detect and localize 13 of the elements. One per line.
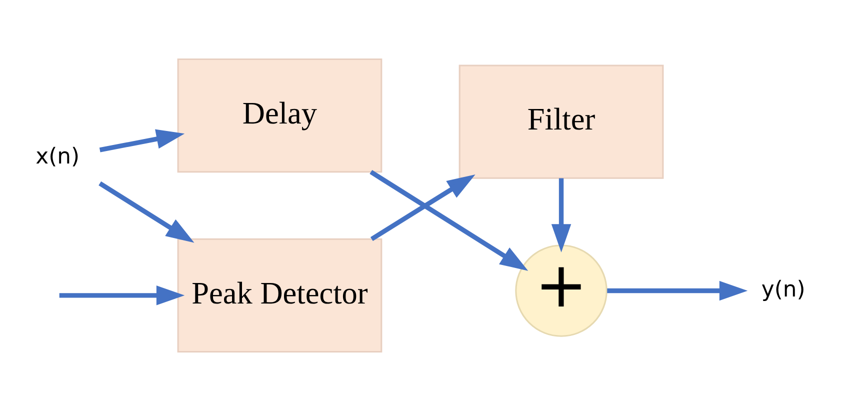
arrow	[607, 280, 748, 300]
arrow	[59, 285, 185, 305]
node-text: x(n)	[36, 144, 80, 170]
arrow	[99, 128, 185, 152]
arrow	[370, 174, 476, 241]
node-text: y(n)	[761, 277, 806, 302]
arrow	[370, 169, 528, 270]
arrow	[551, 178, 572, 252]
node-box: Delay	[177, 58, 382, 172]
node-box: Filter	[458, 64, 664, 178]
arrow	[98, 180, 194, 242]
node-circle: +	[515, 244, 608, 336]
node-box: Peak Detector	[177, 238, 382, 352]
